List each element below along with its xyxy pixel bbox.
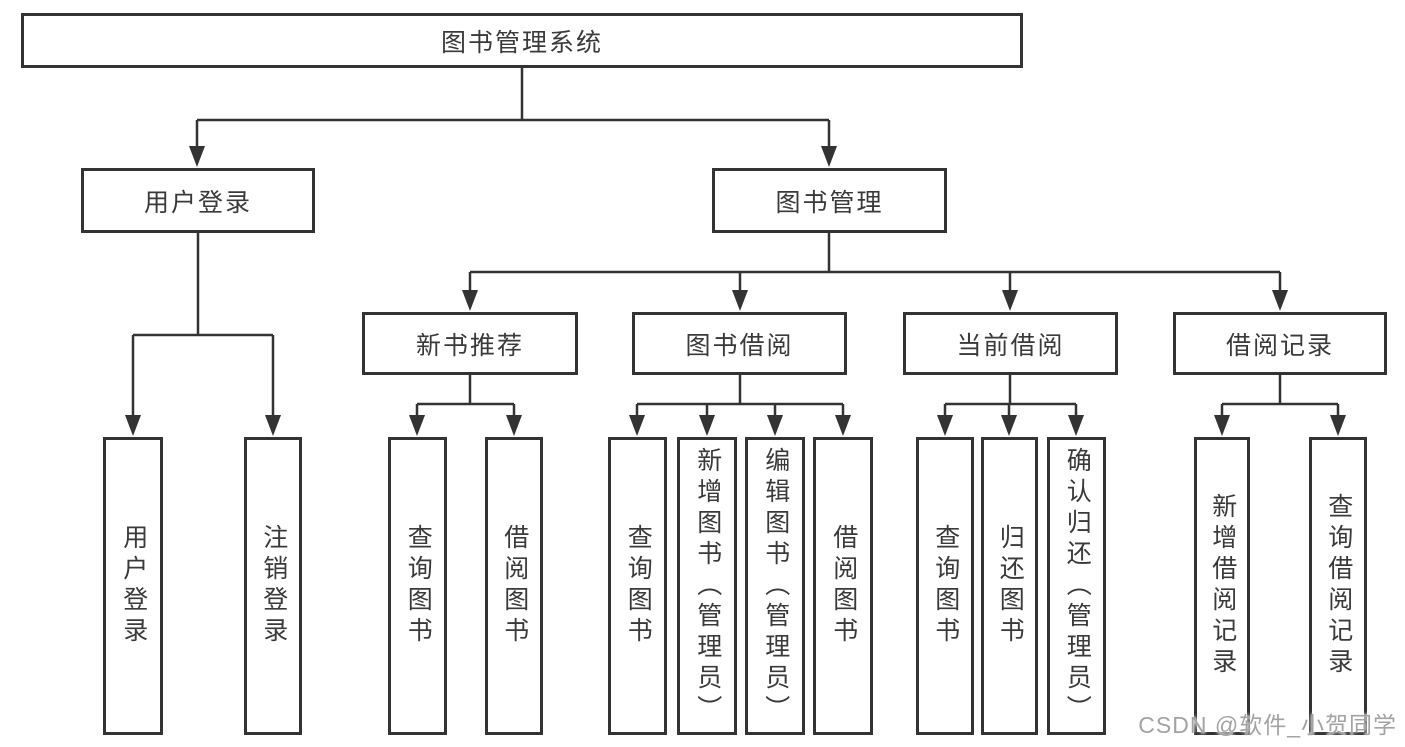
node-label: 借阅记录 bbox=[1225, 331, 1334, 360]
node-label: 注销登录 bbox=[259, 524, 288, 648]
node-book-management: 图书管理 bbox=[712, 168, 947, 233]
leaf-edit-book-admin: 编辑图书（管理员） bbox=[745, 437, 805, 735]
node-book-borrow: 图书借阅 bbox=[632, 312, 847, 375]
leaf-borrow-book-recommend: 借阅图书 bbox=[485, 437, 543, 735]
leaf-query-book-borrow: 查询图书 bbox=[608, 437, 667, 735]
node-label: 新增借阅记录 bbox=[1208, 493, 1237, 679]
node-label: 用户登录 bbox=[143, 188, 252, 217]
node-label: 新增图书（管理员） bbox=[693, 446, 722, 726]
node-label: 确认归还（管理员） bbox=[1063, 446, 1092, 726]
leaf-user-login: 用户登录 bbox=[103, 437, 163, 735]
node-label: 查询借阅记录 bbox=[1324, 493, 1353, 679]
node-label: 借阅图书 bbox=[500, 524, 529, 648]
node-borrow-records: 借阅记录 bbox=[1173, 312, 1387, 375]
leaf-add-book-admin: 新增图书（管理员） bbox=[677, 437, 737, 735]
node-label: 用户登录 bbox=[119, 524, 148, 648]
node-label: 编辑图书（管理员） bbox=[761, 446, 790, 726]
node-new-book-recommend: 新书推荐 bbox=[362, 312, 578, 375]
node-label: 归还图书 bbox=[996, 524, 1025, 648]
node-label: 当前借阅 bbox=[956, 331, 1065, 360]
leaf-confirm-return-admin: 确认归还（管理员） bbox=[1047, 437, 1106, 735]
leaf-query-book-current: 查询图书 bbox=[916, 437, 974, 735]
leaf-add-borrow-record: 新增借阅记录 bbox=[1194, 437, 1250, 735]
watermark-text: CSDN @软件_小贺同学 bbox=[1138, 712, 1397, 738]
node-label: 查询图书 bbox=[931, 524, 960, 648]
leaf-query-book-recommend: 查询图书 bbox=[388, 437, 447, 735]
leaf-query-borrow-record: 查询借阅记录 bbox=[1309, 437, 1367, 735]
node-current-borrow: 当前借阅 bbox=[903, 312, 1118, 375]
node-library-system: 图书管理系统 bbox=[21, 13, 1023, 68]
node-label: 图书借阅 bbox=[685, 331, 794, 360]
node-label: 图书管理 bbox=[775, 188, 884, 217]
node-label: 查询图书 bbox=[404, 524, 433, 648]
leaf-return-book: 归还图书 bbox=[981, 437, 1038, 735]
node-label: 借阅图书 bbox=[829, 524, 858, 648]
node-label: 查询图书 bbox=[624, 524, 653, 648]
node-user-login: 用户登录 bbox=[81, 168, 315, 233]
node-label: 图书管理系统 bbox=[440, 28, 603, 57]
leaf-borrow-book: 借阅图书 bbox=[813, 437, 873, 735]
node-label: 新书推荐 bbox=[415, 331, 524, 360]
leaf-logout: 注销登录 bbox=[244, 437, 302, 735]
